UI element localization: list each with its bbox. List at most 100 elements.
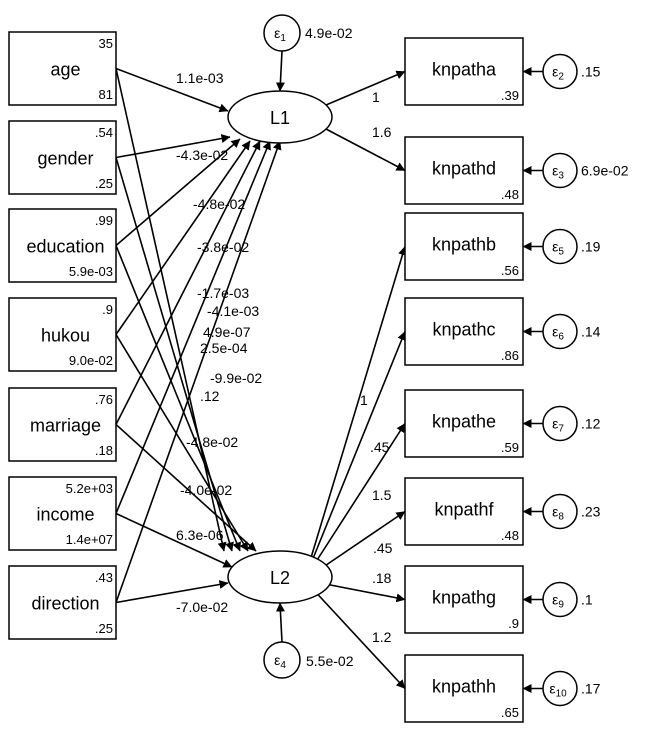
exog-box-education xyxy=(8,208,117,283)
indicator-intercept-knpathh: .65 xyxy=(501,705,519,720)
indicator-label-knpathd: knpathd xyxy=(432,159,496,179)
indicator-box-knpathh xyxy=(404,654,524,723)
indicator-intercept-knpathc: .86 xyxy=(501,348,519,363)
indicator-label-knpathe: knpathe xyxy=(432,412,496,432)
latent-L1 xyxy=(227,90,333,144)
exog-mean-gender: .54 xyxy=(95,125,113,140)
path-income-L1 xyxy=(115,140,271,514)
loading-coef-knpathe: 1.5 xyxy=(372,487,392,503)
latent-label-L2: L2 xyxy=(270,568,290,588)
loading-knpathe xyxy=(309,423,406,572)
coef-income-L1: 4.9e-07 xyxy=(203,324,251,340)
error-circle-knpathe xyxy=(542,405,578,442)
loading-knpathc xyxy=(309,331,406,567)
path-marriage-L2 xyxy=(115,423,257,552)
indicator-intercept-knpathe: .59 xyxy=(501,440,519,455)
exog-box-gender xyxy=(8,120,117,195)
indicator-intercept-knpathb: .56 xyxy=(501,263,519,278)
exog-box-income xyxy=(8,476,117,551)
path-age-L2 xyxy=(115,68,227,552)
exog-label-education: education xyxy=(26,237,104,257)
error-value-knpathf: .23 xyxy=(581,504,601,520)
coef-gender-L1: -4.3e-02 xyxy=(176,147,228,163)
indicator-box-knpathd xyxy=(404,136,524,205)
exog-box-age xyxy=(8,31,117,106)
error-value-knpathg: .1 xyxy=(581,592,593,608)
indicator-label-knpathg: knpathg xyxy=(432,588,496,608)
error-value-e4: 5.5e-02 xyxy=(306,653,354,669)
coef-direction-L2: -7.0e-02 xyxy=(176,599,228,615)
path-direction-L2 xyxy=(115,580,229,604)
error-value-knpatha: .15 xyxy=(581,64,601,80)
error-circle-e1 xyxy=(263,14,301,52)
error-circle-knpathg xyxy=(542,581,578,618)
indicator-intercept-knpatha: .39 xyxy=(501,88,519,103)
indicator-intercept-knpathd: .48 xyxy=(501,187,519,202)
edges-layer xyxy=(115,50,543,693)
path-education-L2 xyxy=(115,245,241,552)
coef-education-L2: .12 xyxy=(200,388,220,404)
indicator-intercept-knpathg: .9 xyxy=(508,616,519,631)
exog-box-marriage xyxy=(8,387,117,462)
exog-variance-gender: .25 xyxy=(95,176,113,191)
path-e4-L2 xyxy=(275,602,285,643)
coef-hukou-L2: -4.8e-02 xyxy=(186,434,238,450)
indicator-intercept-knpathf: .48 xyxy=(501,528,519,543)
indicator-box-knpathf xyxy=(404,477,524,546)
loading-coef-knpathd: 1.6 xyxy=(372,124,392,140)
exog-variance-hukou: 9.0e-02 xyxy=(69,353,113,368)
coef-education-L1: -4.8e-02 xyxy=(193,196,245,212)
indicator-box-knpathg xyxy=(404,565,524,634)
exog-label-age: age xyxy=(50,60,80,80)
exog-box-direction xyxy=(8,565,117,640)
indicator-label-knpathc: knpathc xyxy=(432,320,495,340)
exog-variance-marriage: .18 xyxy=(95,443,113,458)
exog-mean-marriage: .76 xyxy=(95,392,113,407)
error-circle-knpathf xyxy=(542,493,578,530)
loading-knpathd xyxy=(325,128,406,172)
path-marriage-L1 xyxy=(115,140,261,425)
exog-mean-education: .99 xyxy=(95,213,113,228)
indicator-box-knpathb xyxy=(404,212,524,281)
path-income-L2 xyxy=(115,512,233,568)
error-circle-knpatha xyxy=(542,53,578,90)
error-value-knpathd: 6.9e-02 xyxy=(581,163,629,179)
indicator-box-knpathc xyxy=(404,297,524,366)
path-e1-L1 xyxy=(275,50,285,92)
coef-income-L2: 6.3e-06 xyxy=(176,527,224,543)
exog-mean-hukou: .9 xyxy=(102,302,113,317)
error-value-knpathe: .12 xyxy=(581,416,601,432)
indicator-box-knpathe xyxy=(404,389,524,458)
latent-label-L1: L1 xyxy=(270,108,290,128)
loading-knpathh xyxy=(309,585,406,690)
exog-label-income: income xyxy=(36,505,94,525)
error-circle-knpathd xyxy=(542,152,578,189)
loading-coef-knpatha: 1 xyxy=(372,89,380,105)
error-value-knpathc: .14 xyxy=(581,324,601,340)
labels-layer: age3581gender.54.25education.995.9e-03hu… xyxy=(26,25,628,720)
exog-mean-income: 5.2e+03 xyxy=(66,481,113,496)
exog-box-hukou xyxy=(8,297,117,372)
nodes-layer xyxy=(8,14,578,723)
exog-variance-education: 5.9e-03 xyxy=(69,264,113,279)
exog-label-marriage: marriage xyxy=(30,416,101,436)
exog-label-direction: direction xyxy=(31,594,99,614)
latent-L2 xyxy=(227,550,333,604)
indicator-label-knpatha: knpatha xyxy=(432,60,497,80)
coef-marriage-L1: -1.7e-03 xyxy=(197,285,249,301)
coef-hukou-L1: -3.8e-02 xyxy=(197,239,249,255)
coef-marriage-L2: -4.0e-02 xyxy=(180,482,232,498)
exog-variance-income: 1.4e+07 xyxy=(66,532,113,547)
loading-coef-knpathc: .45 xyxy=(370,439,390,455)
coef-gender-L2: 2.5e-04 xyxy=(200,340,248,356)
indicator-label-knpathf: knpathf xyxy=(434,500,494,520)
exog-variance-age: 81 xyxy=(99,87,113,102)
exog-label-hukou: hukou xyxy=(41,326,90,346)
indicator-box-knpatha xyxy=(404,37,524,106)
path-age-L1 xyxy=(115,67,229,113)
indicator-label-knpathh: knpathh xyxy=(432,677,496,697)
error-circle-e4 xyxy=(263,641,301,679)
exog-mean-age: 35 xyxy=(99,36,113,51)
exog-mean-direction: .43 xyxy=(95,570,113,585)
